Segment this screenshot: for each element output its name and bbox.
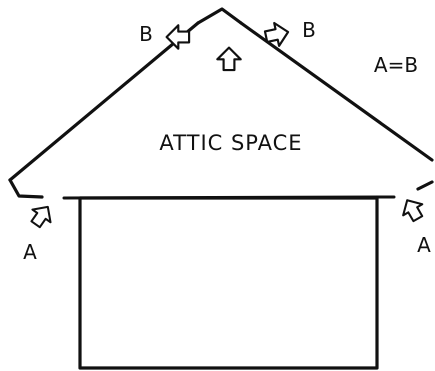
equation-label: A=B [374, 53, 418, 77]
roof [8, 7, 434, 199]
outlet-arrow-right [263, 21, 290, 47]
left-eave [8, 178, 44, 199]
attic-space-label: ATTIC SPACE [159, 131, 302, 155]
inlet-label-left: A [23, 240, 37, 264]
inlet-arrow-left [30, 205, 52, 229]
inlet-label-right: A [417, 233, 431, 257]
inlet-arrow-right [402, 199, 424, 223]
outlet-arrow-left [165, 24, 191, 50]
outlet-arrow-center [216, 46, 242, 72]
outlet-label-left: B [139, 22, 153, 46]
ridge-vent-cap [196, 7, 243, 25]
airflow-arrows [30, 21, 424, 229]
house-walls [78, 196, 379, 370]
outlet-label-right: B [302, 18, 316, 42]
right-eave [416, 180, 434, 191]
roof-left-slope [8, 21, 200, 182]
roof-right-slope [239, 21, 434, 162]
